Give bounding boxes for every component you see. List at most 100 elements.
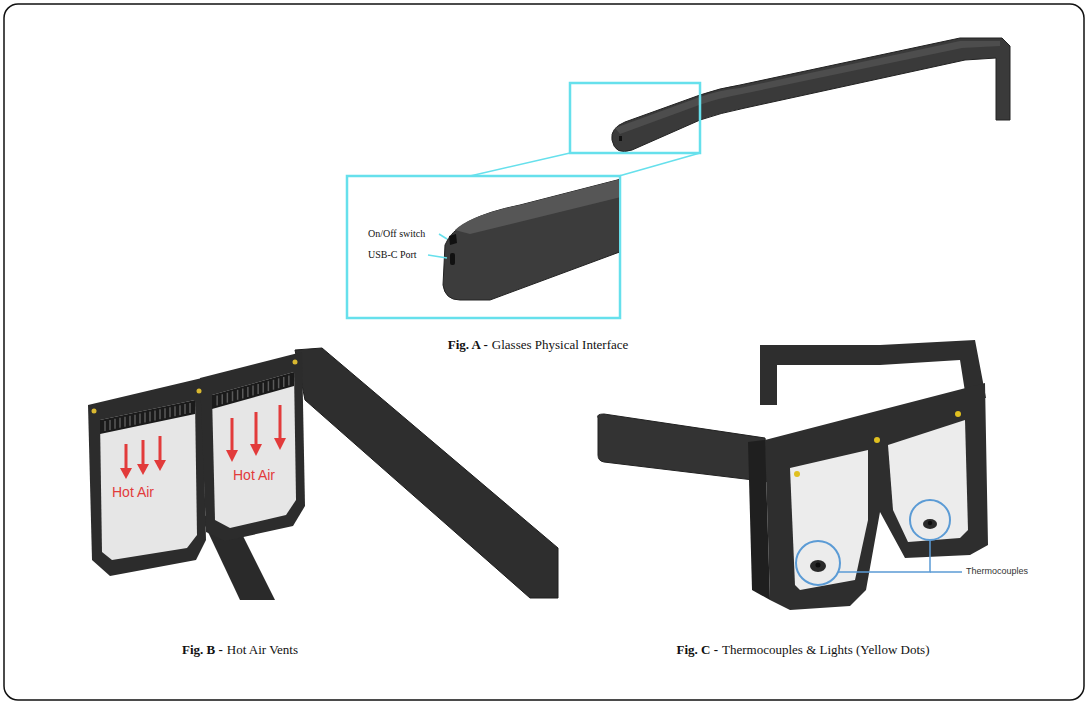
vent-slot: [283, 377, 285, 387]
glasses-rear-view: [790, 450, 868, 590]
vent-slot: [139, 414, 141, 424]
glasses-front-view: [100, 400, 197, 560]
glasses-rear-view: [955, 411, 961, 417]
vent-slot: [247, 387, 249, 397]
glasses-front-view: [88, 348, 558, 600]
vent-slot: [149, 411, 151, 421]
hot-air-arrows: [279, 405, 282, 440]
leader-line: [428, 255, 447, 258]
hot-air-arrows: [137, 464, 149, 475]
zoom-line: [619, 153, 700, 176]
hot-air-arrows: [159, 436, 162, 462]
vent-slot: [227, 393, 229, 403]
vent-slot: [109, 420, 111, 430]
temple-arm: [612, 38, 1010, 152]
airflow-label: Hot Air: [233, 467, 275, 483]
airflow-label: Hot Air: [112, 484, 154, 500]
temple-arm: [612, 38, 1010, 152]
arm-closeup: [443, 178, 619, 300]
hot-air-arrows: [125, 444, 128, 470]
vent-slot: [268, 381, 270, 391]
caption-line: Fig. A - Glasses Physical Interface: [448, 337, 629, 353]
caption-line: Fig. C -Thermocouples & Lights (Yellow D…: [677, 642, 930, 658]
vent-slot: [114, 419, 116, 429]
page-border: [4, 4, 1084, 700]
figure-caption: Thermocouples & Lights (Yellow Dots): [722, 642, 929, 657]
thermocouple-callout: [796, 500, 962, 585]
vent-slot: [257, 384, 259, 394]
vent-slots: [105, 375, 289, 431]
glasses-front-view: [200, 352, 305, 541]
vent-slot: [119, 418, 121, 428]
hot-air-arrows: [274, 438, 286, 450]
vent-slot: [232, 391, 234, 401]
vent-slot: [144, 413, 146, 423]
vent-slot: [154, 410, 156, 420]
glasses-front-view: [295, 348, 558, 598]
vent-slot: [169, 407, 171, 417]
vent-slot: [237, 390, 239, 400]
figure-caption: Glasses Physical Interface: [492, 337, 628, 352]
hot-air-arrows: [231, 418, 234, 452]
vent-slot: [222, 394, 224, 404]
zoom-marker: [570, 83, 700, 153]
glasses-front-view: [92, 409, 97, 414]
temple-arm: [619, 136, 622, 141]
hot-air-arrows: [142, 440, 145, 466]
figure-number: Fig. A -: [448, 337, 488, 352]
hot-air-arrows: [250, 444, 262, 456]
vent-slot: [104, 421, 106, 431]
part-label: Thermocouples: [966, 566, 1028, 576]
temple-arm: [615, 41, 1000, 134]
glasses-rear-view: [810, 560, 826, 572]
glasses-rear-view: [874, 437, 880, 443]
vent-slot: [179, 405, 181, 415]
glasses-front-view: [197, 389, 202, 394]
vent-slot: [252, 386, 254, 396]
glasses-front-view: [212, 372, 296, 528]
glasses-rear-view: [765, 383, 988, 610]
glasses-front-view: [88, 378, 206, 576]
figure-number: Fig. B -: [182, 642, 223, 657]
glasses-front-view: [212, 372, 294, 409]
glasses-rear-view: [928, 521, 932, 525]
vent-slot: [216, 396, 218, 406]
glasses-front-view: [293, 360, 298, 365]
vent-slot: [159, 409, 161, 419]
glasses-rear-view: [598, 340, 988, 610]
vent-slot: [189, 403, 191, 413]
glasses-rear-view: [748, 440, 770, 600]
thermocouple-callout: [910, 500, 950, 540]
zoom-line: [470, 153, 570, 176]
vent-slot: [184, 404, 186, 414]
part-label: USB-C Port: [368, 249, 417, 261]
hot-air-arrows: [255, 412, 258, 446]
vent-slot: [129, 416, 131, 426]
vent-slot: [124, 417, 126, 427]
arm-closeup: [443, 178, 619, 300]
vent-slot: [174, 406, 176, 416]
arm-closeup: [450, 253, 455, 265]
vent-slot: [164, 408, 166, 418]
thermocouple-callout: [838, 540, 930, 572]
arm-closeup: [455, 178, 619, 234]
glasses-rear-view: [794, 471, 800, 477]
glasses-rear-view: [760, 345, 880, 405]
arm-closeup: [449, 234, 457, 245]
hot-air-arrows: [154, 460, 166, 471]
vent-slot: [288, 375, 290, 385]
hot-air-arrows: [120, 468, 132, 479]
caption-line: Fig. B - Hot Air Vents: [182, 642, 298, 658]
part-label: On/Off switch: [368, 228, 425, 240]
glasses-rear-view: [923, 519, 937, 529]
figure-caption: Hot Air Vents: [227, 642, 298, 657]
vent-slot: [263, 383, 265, 393]
glasses-front-view: [100, 400, 195, 434]
leader-line: [439, 234, 447, 239]
figure-number: Fig. C -: [677, 642, 719, 657]
vent-slot: [242, 388, 244, 398]
thermocouple-callout: [796, 541, 840, 585]
vent-slot: [273, 380, 275, 390]
